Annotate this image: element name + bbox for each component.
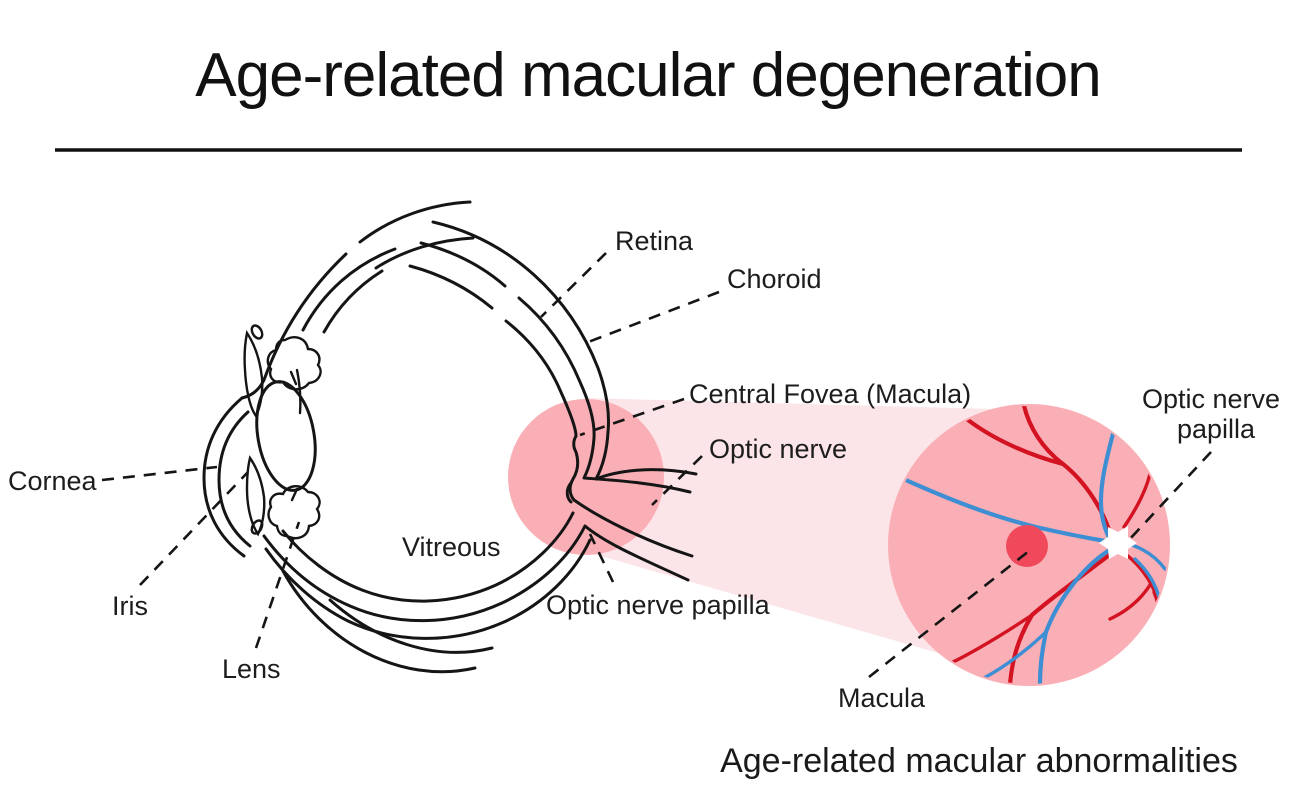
anterior-detail-oval	[250, 324, 264, 340]
labels-group: Retina Choroid Central Fovea (Macula) Op…	[8, 226, 1280, 780]
leader-cornea	[101, 465, 218, 482]
zonule-line	[295, 368, 302, 415]
sclera-cut-arc-bottom-outer	[281, 569, 477, 674]
anterior-detail-oval	[250, 519, 264, 535]
leader-retina	[540, 252, 607, 318]
leader-choroid	[582, 290, 720, 346]
page-title: Age-related macular degeneration	[195, 41, 1100, 110]
retina-outline	[408, 264, 494, 310]
leader-optic-nerve	[651, 455, 703, 506]
artery-branch-path	[925, 406, 1066, 467]
cornea-outer-arc	[202, 396, 246, 558]
zonule-line	[289, 370, 298, 386]
sclera-cut-arc-top	[358, 200, 472, 244]
label-optic-nerve-papilla-right-line2: papilla	[1177, 414, 1256, 444]
choroid-outline	[517, 296, 692, 494]
leader-lines-group	[101, 252, 1212, 679]
eye-cross-section	[202, 200, 698, 674]
iris-lower-leaf	[245, 455, 266, 537]
choroid-outline-left	[301, 247, 397, 332]
fovea-notch-and-sheath	[568, 434, 694, 558]
leader-central-fovea	[579, 397, 685, 437]
label-central-fovea: Central Fovea (Macula)	[689, 379, 971, 409]
label-optic-nerve-papilla-right-line1: Optic nerve	[1142, 384, 1280, 414]
ciliary-body-lower	[267, 485, 321, 540]
vein-path	[1037, 548, 1111, 684]
label-lens: Lens	[222, 654, 281, 684]
sclera-outline-left	[240, 252, 348, 400]
sclera-outline-bottom	[264, 538, 592, 640]
leader-optic-nerve-papilla-left	[588, 533, 615, 583]
vein-branch-path	[982, 630, 1048, 680]
fundus-caption: Age-related macular abnormalities	[720, 742, 1238, 780]
choroid-outline	[419, 241, 507, 288]
leader-iris	[139, 471, 249, 586]
vein-path	[890, 469, 1114, 545]
iris-upper-leaf	[243, 329, 264, 419]
label-choroid: Choroid	[727, 264, 822, 294]
optic-disc	[1099, 526, 1137, 559]
artery-branch-path	[947, 613, 1034, 666]
label-optic-nerve: Optic nerve	[709, 434, 847, 464]
vein-branch-path	[1130, 543, 1167, 571]
leader-macula	[868, 549, 1030, 679]
sclera-cut-arc-top-inner	[374, 236, 475, 270]
sclera-outline-right	[431, 220, 698, 481]
label-optic-nerve-papilla-left: Optic nerve papilla	[546, 590, 771, 620]
cornea-inner-arc	[217, 410, 252, 548]
sclera-cut-arc-bottom	[328, 598, 494, 654]
label-vitreous: Vitreous	[402, 532, 501, 562]
leader-lens	[254, 521, 301, 649]
retina-outline-bottom	[281, 511, 575, 603]
papilla-bump	[565, 481, 573, 504]
retina-outline-left	[322, 269, 384, 334]
retina-outline	[504, 319, 578, 438]
ciliary-body-upper	[266, 336, 322, 391]
label-retina: Retina	[615, 226, 694, 256]
zonule-line	[290, 487, 299, 502]
label-iris: Iris	[112, 591, 148, 621]
macula-spot	[1006, 525, 1048, 567]
optic-nerve-sheath-lower	[262, 524, 690, 623]
vein-branch-path	[1133, 557, 1161, 599]
label-cornea: Cornea	[8, 466, 98, 496]
artery-branch-path	[1108, 583, 1152, 621]
label-macula: Macula	[838, 683, 926, 713]
